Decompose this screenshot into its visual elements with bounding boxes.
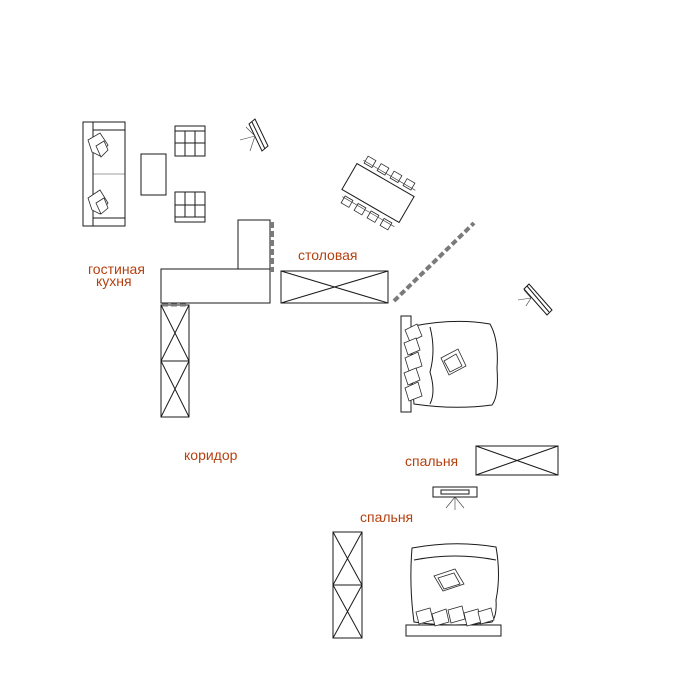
label-corridor: коридор bbox=[184, 447, 238, 463]
bedroom-wardrobe bbox=[475, 445, 559, 476]
armchair-bottom bbox=[174, 191, 206, 223]
kitchen-counter bbox=[160, 219, 271, 304]
corridor-wardrobe bbox=[160, 303, 190, 418]
bedroom-2-wardrobe bbox=[332, 531, 363, 639]
tv-bedroom-1 bbox=[517, 283, 553, 316]
dining-table bbox=[340, 155, 416, 231]
bed-1 bbox=[400, 315, 498, 413]
armchair-top bbox=[174, 125, 206, 157]
label-kitchen: кухня bbox=[96, 273, 132, 289]
coffee-table bbox=[140, 153, 167, 196]
tv-living bbox=[239, 118, 269, 152]
sofa bbox=[82, 121, 126, 227]
bed-2 bbox=[405, 543, 502, 637]
label-bedroom-1: спальня bbox=[405, 453, 458, 469]
label-living-room: гостиная bbox=[88, 261, 145, 277]
dining-sideboard bbox=[280, 270, 389, 304]
dining-partition bbox=[392, 221, 476, 303]
label-bedroom-2: спальня bbox=[360, 509, 413, 525]
label-dining-room: столовая bbox=[298, 247, 358, 263]
tv-bedroom-2 bbox=[432, 486, 478, 510]
